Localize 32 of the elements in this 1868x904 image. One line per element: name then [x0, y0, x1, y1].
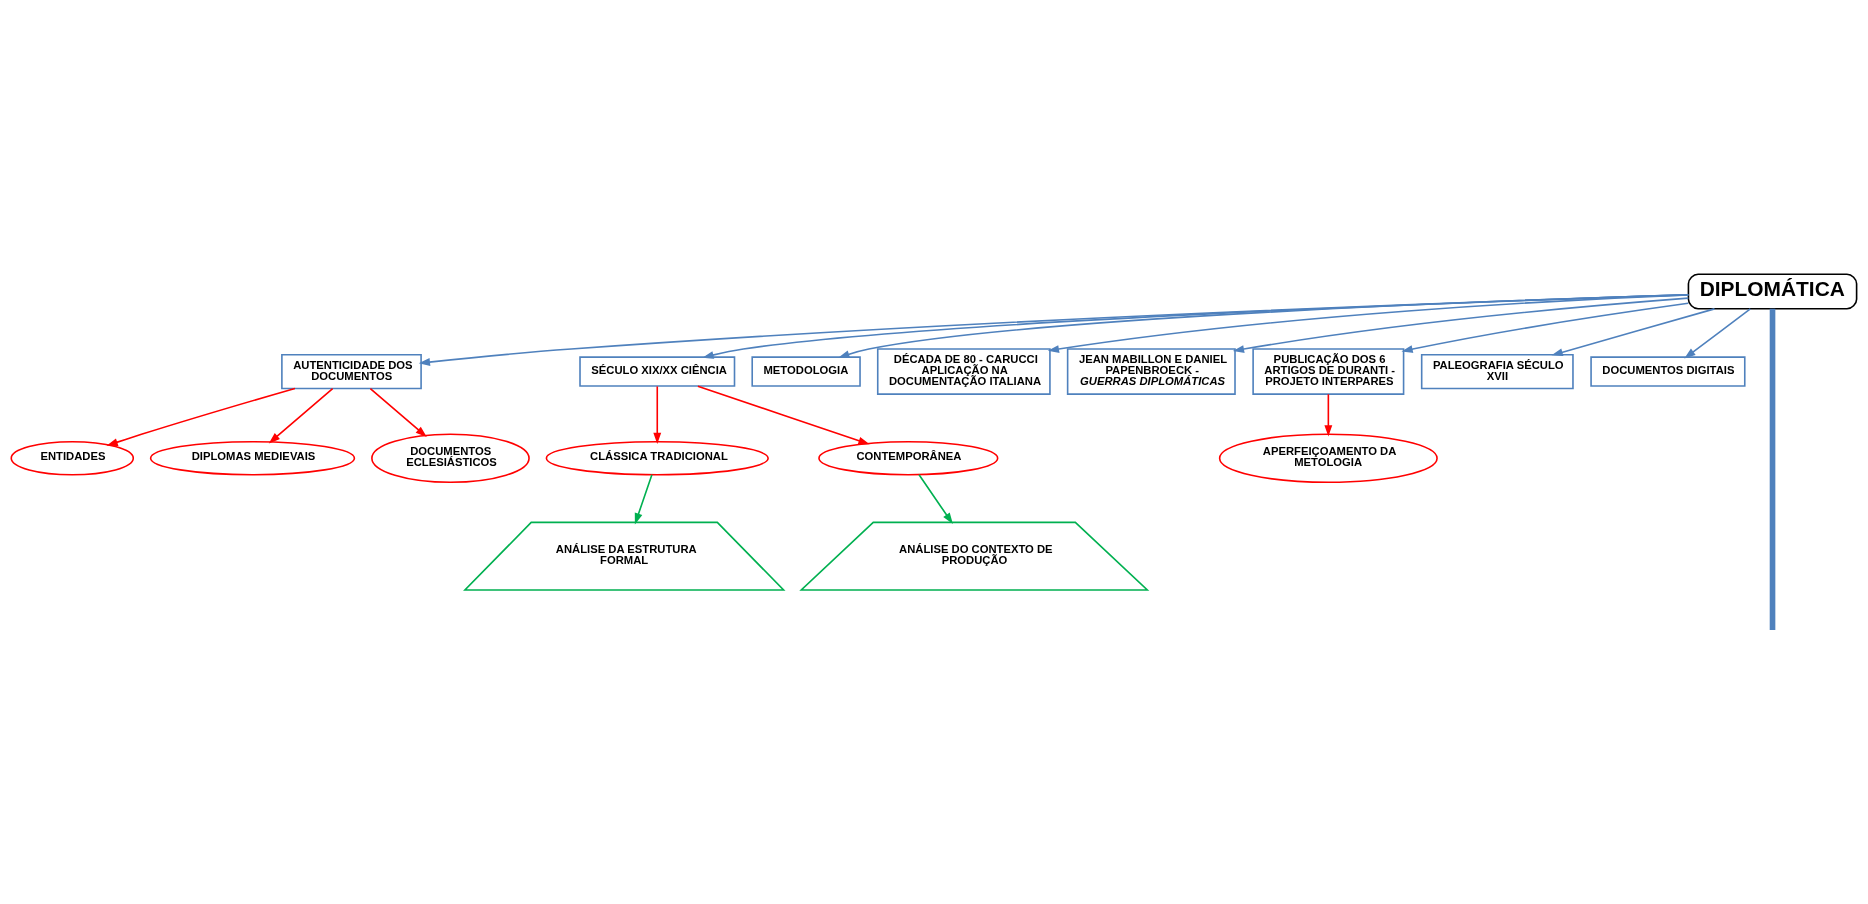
arrow: [1232, 296, 1690, 353]
node-box: PALEOGRAFIA SÉCULO XVII: [1420, 353, 1574, 389]
arrow: [1047, 293, 1690, 353]
arrow: [1401, 302, 1689, 353]
arrow: [838, 293, 1689, 358]
arrow: [369, 387, 427, 437]
node-box: AUTENTICIDADE DOS DOCUMENTOS: [281, 353, 422, 389]
arrow: [1684, 307, 1752, 358]
node-ellipse: CONTEMPORÂNEA: [818, 440, 999, 476]
node-ellipse: DIPLOMAS MEDIEVAIS: [149, 440, 356, 476]
node-ellipse: CLÁSSICA TRADICIONAL: [545, 440, 769, 476]
arrow: [418, 293, 1690, 366]
arrow: [697, 384, 870, 444]
node-box: SÉCULO XIX/XX CIÊNCIA: [579, 355, 736, 387]
arrow: [653, 385, 662, 444]
arrow: [918, 473, 953, 524]
node-box: DIPLOMÁTICA: [1687, 272, 1858, 310]
node-box: DOCUMENTOS DIGITAIS: [1590, 355, 1746, 387]
arrow: [702, 293, 1690, 359]
node-box: JEAN MABILLON E DANIEL PAPENBROECK - GUERRAS DIPLOMÁTICAS: [1066, 347, 1236, 395]
node-box: DÉCADA DE 80 - CARUCCI APLICAÇÃO NA DOCUMENTAÇÃO ITALIANA: [876, 347, 1051, 395]
node-ellipse: DOCUMENTOS ECLESIÁSTICOS: [371, 432, 530, 483]
arrow: [268, 387, 334, 443]
arrow: [1551, 307, 1716, 356]
arrow: [106, 387, 296, 446]
node-ellipse: ENTIDADES: [10, 440, 135, 476]
node-ellipse: APERFEIÇOAMENTO DA METOLOGIA: [1218, 432, 1438, 483]
node-box: PUBLICAÇÃO DOS 6 ARTIGOS DE DURANTI - PROJETO INTERPARES: [1252, 347, 1405, 395]
connector: [1769, 308, 1776, 630]
node-box: METODOLOGIA: [751, 355, 861, 387]
arrow: [634, 473, 653, 524]
arrow: [1324, 393, 1333, 437]
